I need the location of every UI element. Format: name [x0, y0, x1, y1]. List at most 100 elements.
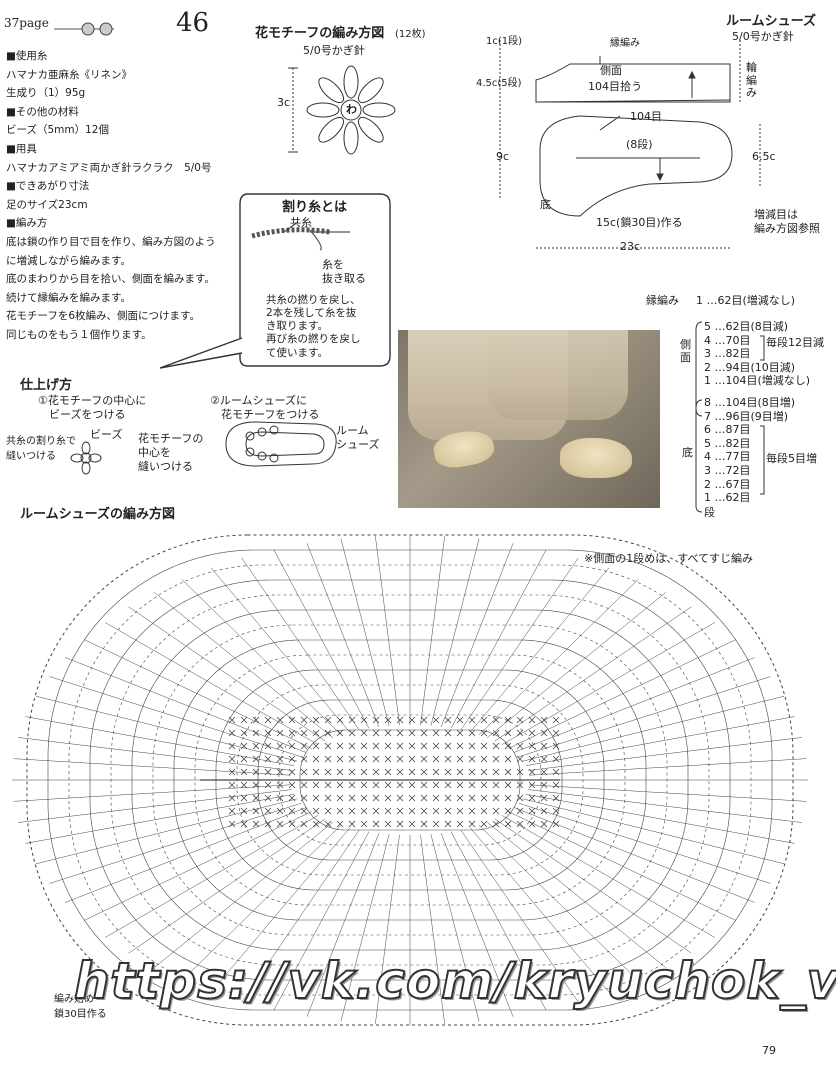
- bead-flower-icon: [70, 441, 102, 475]
- chart-x-stitch: [540, 755, 548, 763]
- label-65c: 6.5c: [752, 150, 776, 163]
- chart-spoke: [528, 737, 802, 771]
- chart-x-stitch: [528, 729, 536, 737]
- chart-spoke: [65, 657, 307, 753]
- chart-x-stitch: [468, 729, 476, 737]
- side-row: 3 …82目: [704, 347, 751, 361]
- chart-x-stitch: [480, 781, 488, 789]
- chart-spoke: [273, 831, 370, 1011]
- finishing-step1-bead: ビーズ: [90, 428, 123, 441]
- chart-x-stitch: [552, 755, 560, 763]
- chart-x-stitch: [312, 729, 320, 737]
- chart-spoke: [508, 639, 737, 749]
- chart-x-stitch: [396, 807, 404, 815]
- chart-x-stitch: [324, 755, 332, 763]
- motif-petal: [343, 65, 359, 99]
- sole-label: 底: [682, 446, 693, 459]
- chart-x-stitch: [300, 807, 308, 815]
- chart-x-stitch: [228, 716, 236, 724]
- chart-x-stitch: [504, 742, 512, 750]
- chart-note: ※側面の1段めは、すべてすじ編み: [584, 552, 754, 565]
- chart-x-stitch: [348, 729, 356, 737]
- chart-spoke: [430, 834, 480, 1022]
- chart-x-stitch: [420, 794, 428, 802]
- chart-x-stitch: [276, 781, 284, 789]
- materials-line: 足のサイズ23cm: [6, 198, 88, 211]
- chart-x-stitch: [252, 807, 260, 815]
- chart-x-stitch: [420, 781, 428, 789]
- label-15c: 15c(鎖30目)作る: [596, 216, 683, 229]
- chart-x-stitch: [264, 755, 272, 763]
- chart-x-stitch: [396, 768, 404, 776]
- room-shoes-hook: 5/0号かぎ針: [732, 30, 794, 43]
- chart-x-stitch: [516, 781, 524, 789]
- chart-x-stitch: [360, 820, 368, 828]
- chart-x-stitch: [408, 768, 416, 776]
- materials-line: ■できあがり寸法: [6, 180, 90, 193]
- chart-x-stitch: [288, 820, 296, 828]
- stitch-chart: [12, 534, 808, 1026]
- chart-x-stitch: [540, 820, 548, 828]
- chart-spoke: [241, 829, 360, 1003]
- page-number: 79: [762, 1044, 776, 1057]
- chart-x-stitch: [468, 742, 476, 750]
- chart-spoke: [469, 567, 610, 733]
- chart-x-stitch: [408, 742, 416, 750]
- chart-x-stitch: [396, 820, 404, 828]
- materials-line: ■用具: [6, 143, 37, 155]
- chart-x-stitch: [264, 742, 272, 750]
- chart-x-stitch: [252, 729, 260, 737]
- chart-x-stitch: [348, 716, 356, 724]
- chart-x-stitch: [492, 768, 500, 776]
- chart-x-stitch: [288, 755, 296, 763]
- side-row: 2 …94目(10目減): [704, 360, 796, 374]
- chart-x-stitch: [360, 794, 368, 802]
- motif-petal: [343, 121, 359, 155]
- label-9c: 9c: [496, 150, 510, 163]
- motif-diagram: [288, 65, 396, 155]
- chart-x-stitch: [324, 768, 332, 776]
- chart-x-stitch: [420, 716, 428, 724]
- finishing-step2-flower: 花モチーフの 中心を 縫いつける: [138, 432, 204, 473]
- chart-x-stitch: [468, 794, 476, 802]
- label-note: 増減目は 編み方図参照: [754, 208, 820, 235]
- chart-x-stitch: [300, 716, 308, 724]
- chart-x-stitch: [360, 781, 368, 789]
- chart-spoke: [420, 535, 445, 726]
- chart-x-stitch: [228, 807, 236, 815]
- chart-x-stitch: [456, 742, 464, 750]
- chart-x-stitch: [456, 781, 464, 789]
- chart-x-stitch: [348, 794, 356, 802]
- chart-x-stitch: [276, 742, 284, 750]
- chart-x-stitch: [456, 755, 464, 763]
- chart-spoke: [440, 833, 514, 1017]
- chart-x-stitch: [432, 794, 440, 802]
- chart-spoke: [529, 784, 807, 802]
- chart-x-stitch: [516, 794, 524, 802]
- chart-x-stitch: [288, 716, 296, 724]
- sole-row: 8 …104目(8目増): [704, 396, 796, 409]
- chart-x-stitch: [264, 794, 272, 802]
- chart-x-stitch: [528, 716, 536, 724]
- chart-spoke: [486, 592, 666, 739]
- chart-x-stitch: [312, 755, 320, 763]
- side-row: 5 …62目(8目減): [704, 320, 789, 333]
- chart-x-stitch: [276, 755, 284, 763]
- chart-x-stitch: [288, 729, 296, 737]
- chart-x-stitch: [240, 794, 248, 802]
- photo-skirt-back: [488, 330, 628, 420]
- chart-x-stitch: [456, 807, 464, 815]
- chart-x-stitch: [360, 755, 368, 763]
- chart-x-stitch: [396, 755, 404, 763]
- chart-x-stitch: [360, 768, 368, 776]
- chart-x-stitch: [348, 742, 356, 750]
- chart-spoke: [154, 821, 334, 968]
- chart-x-stitch: [492, 742, 500, 750]
- chart-x-stitch: [504, 755, 512, 763]
- product-photo: [398, 330, 660, 508]
- chart-x-stitch: [444, 755, 452, 763]
- chart-x-stitch: [528, 755, 536, 763]
- chart-x-stitch: [492, 807, 500, 815]
- chart-x-stitch: [312, 768, 320, 776]
